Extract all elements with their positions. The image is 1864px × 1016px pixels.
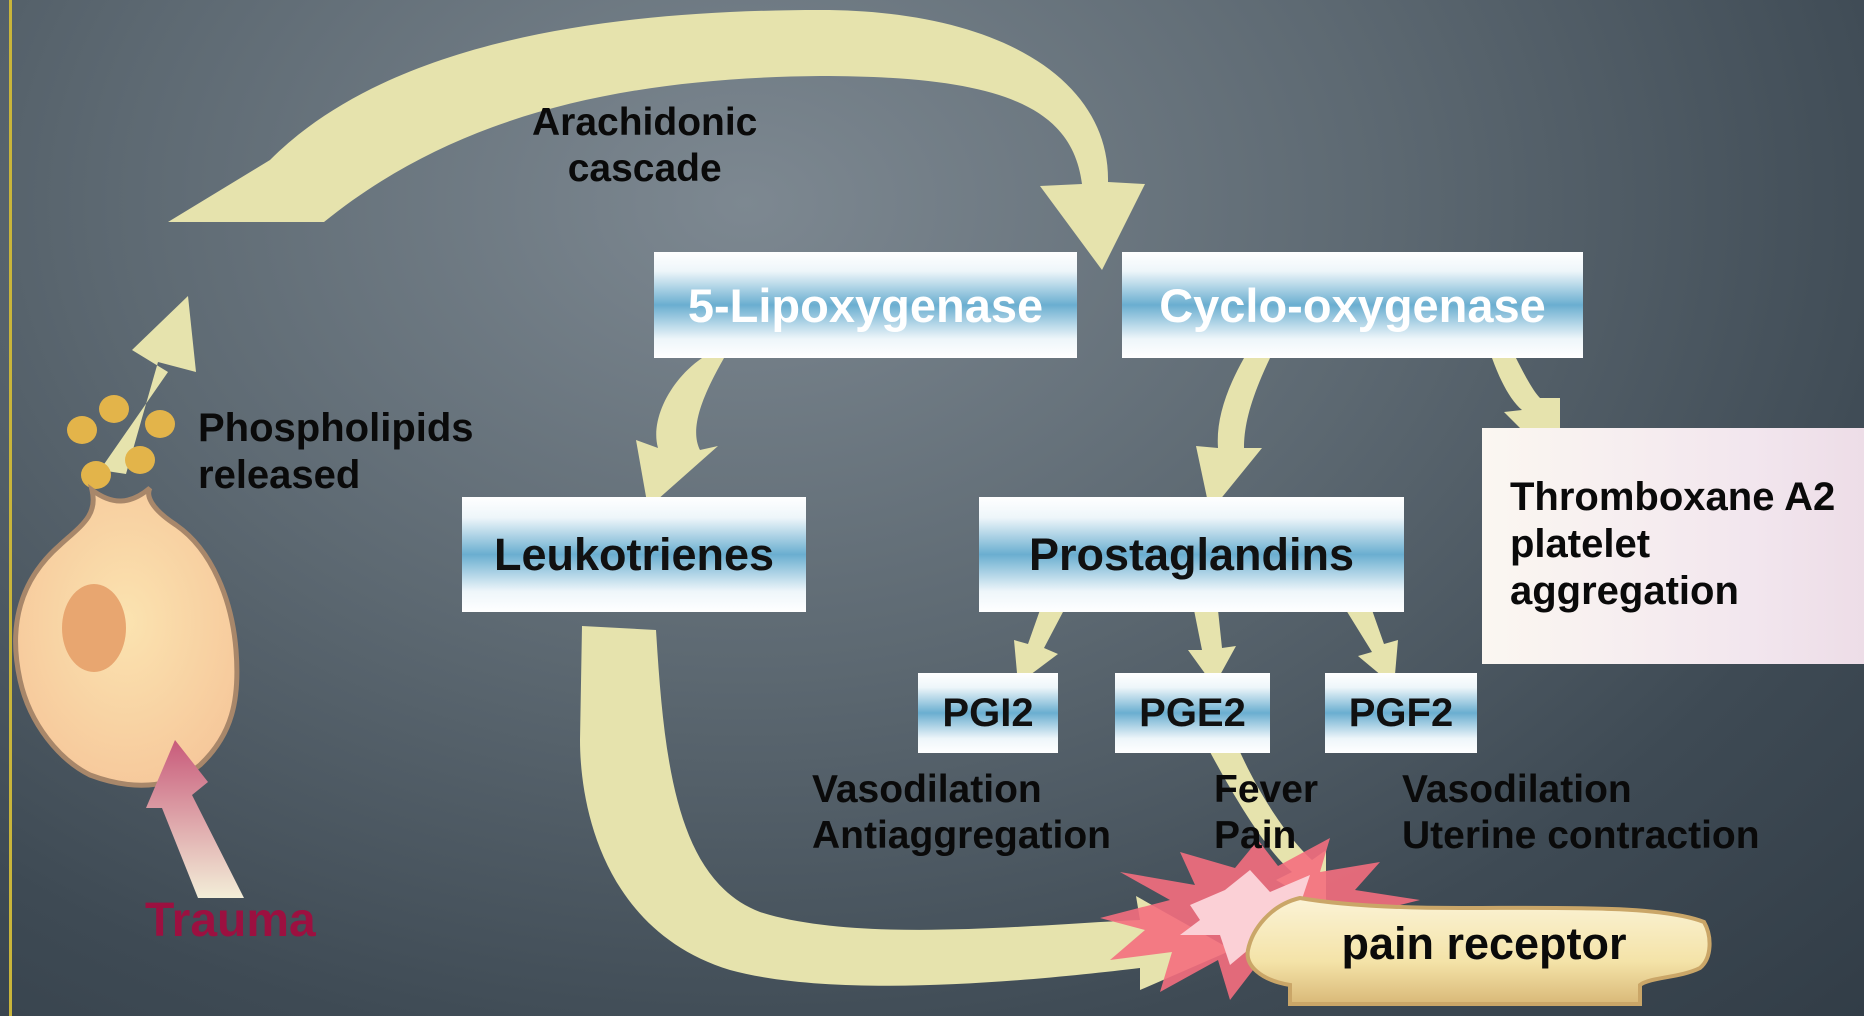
label-pge2-effects: Fever Pain	[1214, 767, 1318, 859]
cell-nucleus	[62, 584, 126, 672]
label-phospholipids: Phospholipids released	[198, 405, 474, 499]
box-leukotrienes: Leukotrienes	[462, 497, 806, 612]
label-pgi2-effects: Vasodilation Antiaggregation	[812, 767, 1111, 859]
arrow-cyclooxygenase-prostaglandins	[1196, 358, 1270, 512]
label-arachidonic-cascade: Arachidonic cascade	[532, 100, 757, 192]
cell-body	[16, 488, 237, 785]
box-pgf2: PGF2	[1325, 673, 1477, 753]
box-pgi2: PGI2	[918, 673, 1058, 753]
label-pain-receptor: pain receptor	[1248, 918, 1720, 970]
label-thromboxane: Thromboxane A2 platelet aggregation	[1510, 474, 1835, 616]
label-pgf2-effects: Vasodilation Uterine contraction	[1402, 767, 1760, 859]
box-cyclo-oxygenase: Cyclo-oxygenase	[1122, 252, 1583, 358]
label-trauma: Trauma	[145, 893, 316, 948]
box-thromboxane: Thromboxane A2 platelet aggregation	[1482, 428, 1864, 664]
box-pge2: PGE2	[1115, 673, 1270, 753]
box-prostaglandins: Prostaglandins	[979, 497, 1404, 612]
box-5-lipoxygenase: 5-Lipoxygenase	[654, 252, 1077, 358]
arrow-lipoxygenase-leukotrienes	[636, 358, 724, 508]
phospholipid-arrow	[100, 296, 196, 474]
